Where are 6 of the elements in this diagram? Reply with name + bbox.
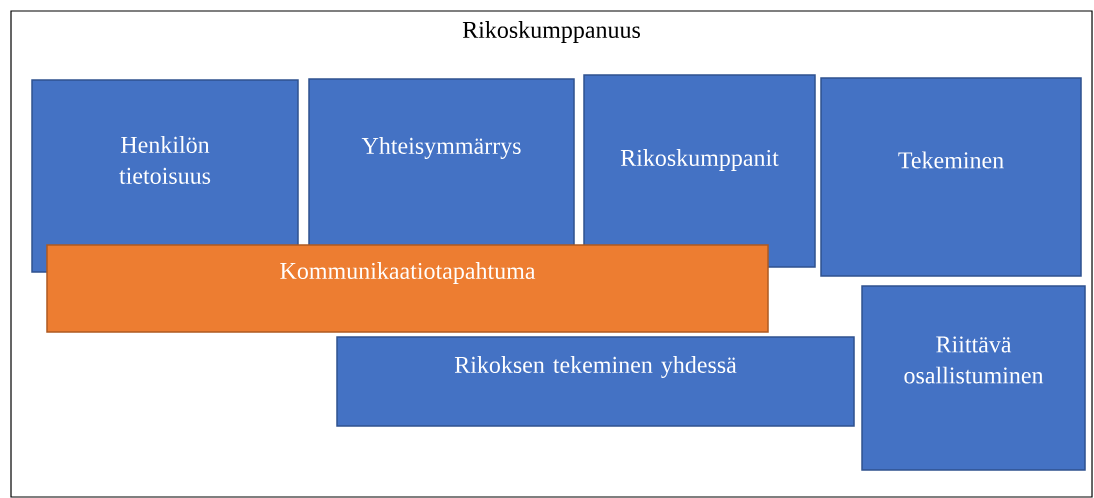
process-box: Tekeminen (820, 77, 1082, 277)
title: Rikoskumppanuus (462, 21, 640, 43)
process-box: Kommunikaatiotapahtuma (46, 244, 769, 333)
process-box: Rikoskumppanit (583, 74, 816, 268)
process-box: Riittävä osallistuminen (861, 285, 1086, 471)
process-box: Rikoksen tekeminen yhdessä (336, 336, 855, 427)
